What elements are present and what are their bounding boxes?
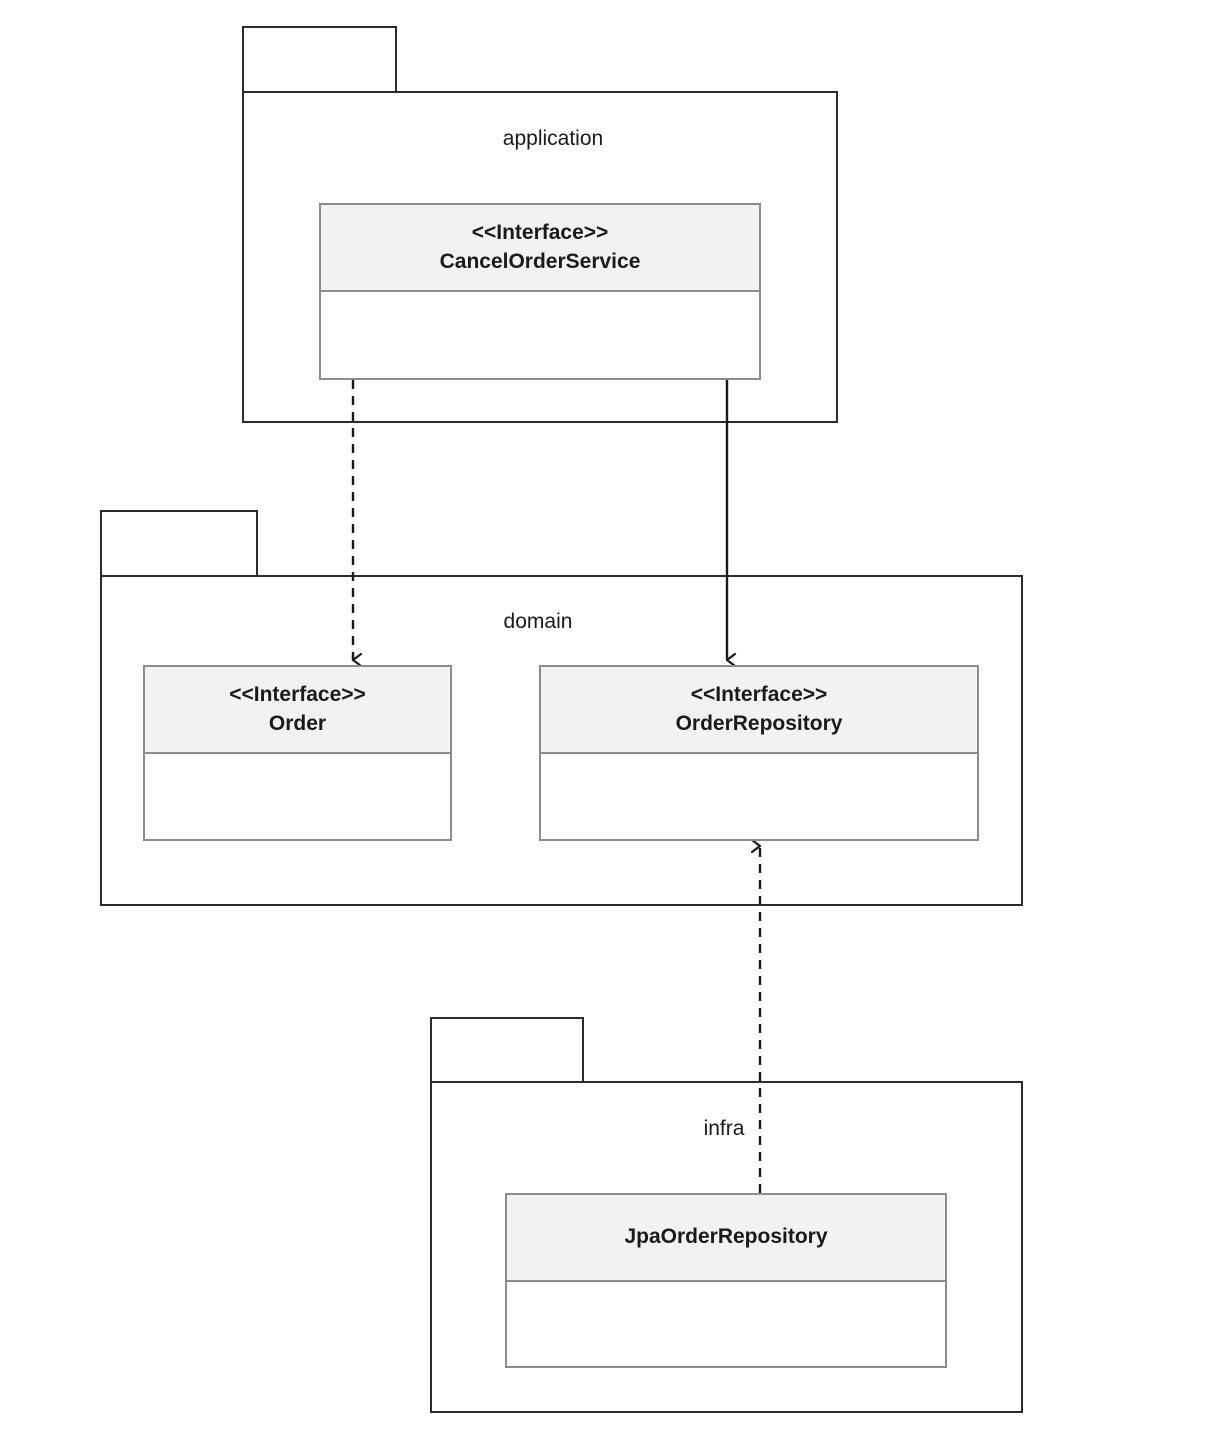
classifier-name: OrderRepository — [675, 711, 843, 735]
classifier-stereotype: <<Interface>> — [229, 683, 366, 707]
package-label-infra: infra — [703, 1117, 745, 1140]
package-label-domain: domain — [503, 610, 573, 633]
classifier-members-compartment — [321, 292, 759, 378]
package-tab-application — [242, 26, 397, 93]
classifier-header: <<Interface>> Order — [145, 667, 450, 754]
classifier-members-compartment — [145, 754, 450, 839]
classifier-header: <<Interface>> OrderRepository — [541, 667, 977, 754]
classifier-header: <<Interface>> CancelOrderService — [321, 205, 759, 292]
classifier-order[interactable]: <<Interface>> Order — [143, 665, 452, 841]
classifier-members-compartment — [541, 754, 977, 839]
classifier-cancel-order-service[interactable]: <<Interface>> CancelOrderService — [319, 203, 761, 380]
classifier-name: Order — [268, 711, 327, 735]
classifier-order-repository[interactable]: <<Interface>> OrderRepository — [539, 665, 979, 841]
classifier-header: JpaOrderRepository — [507, 1195, 945, 1282]
classifier-name: JpaOrderRepository — [624, 1225, 828, 1249]
classifier-members-compartment — [507, 1282, 945, 1366]
classifier-name: CancelOrderService — [439, 249, 641, 273]
classifier-stereotype: <<Interface>> — [471, 221, 609, 245]
package-tab-domain — [100, 510, 258, 577]
package-label-application: application — [502, 127, 604, 150]
package-tab-infra — [430, 1017, 584, 1083]
classifier-jpa-order-repository[interactable]: JpaOrderRepository — [505, 1193, 947, 1368]
classifier-stereotype: <<Interface>> — [690, 683, 828, 707]
